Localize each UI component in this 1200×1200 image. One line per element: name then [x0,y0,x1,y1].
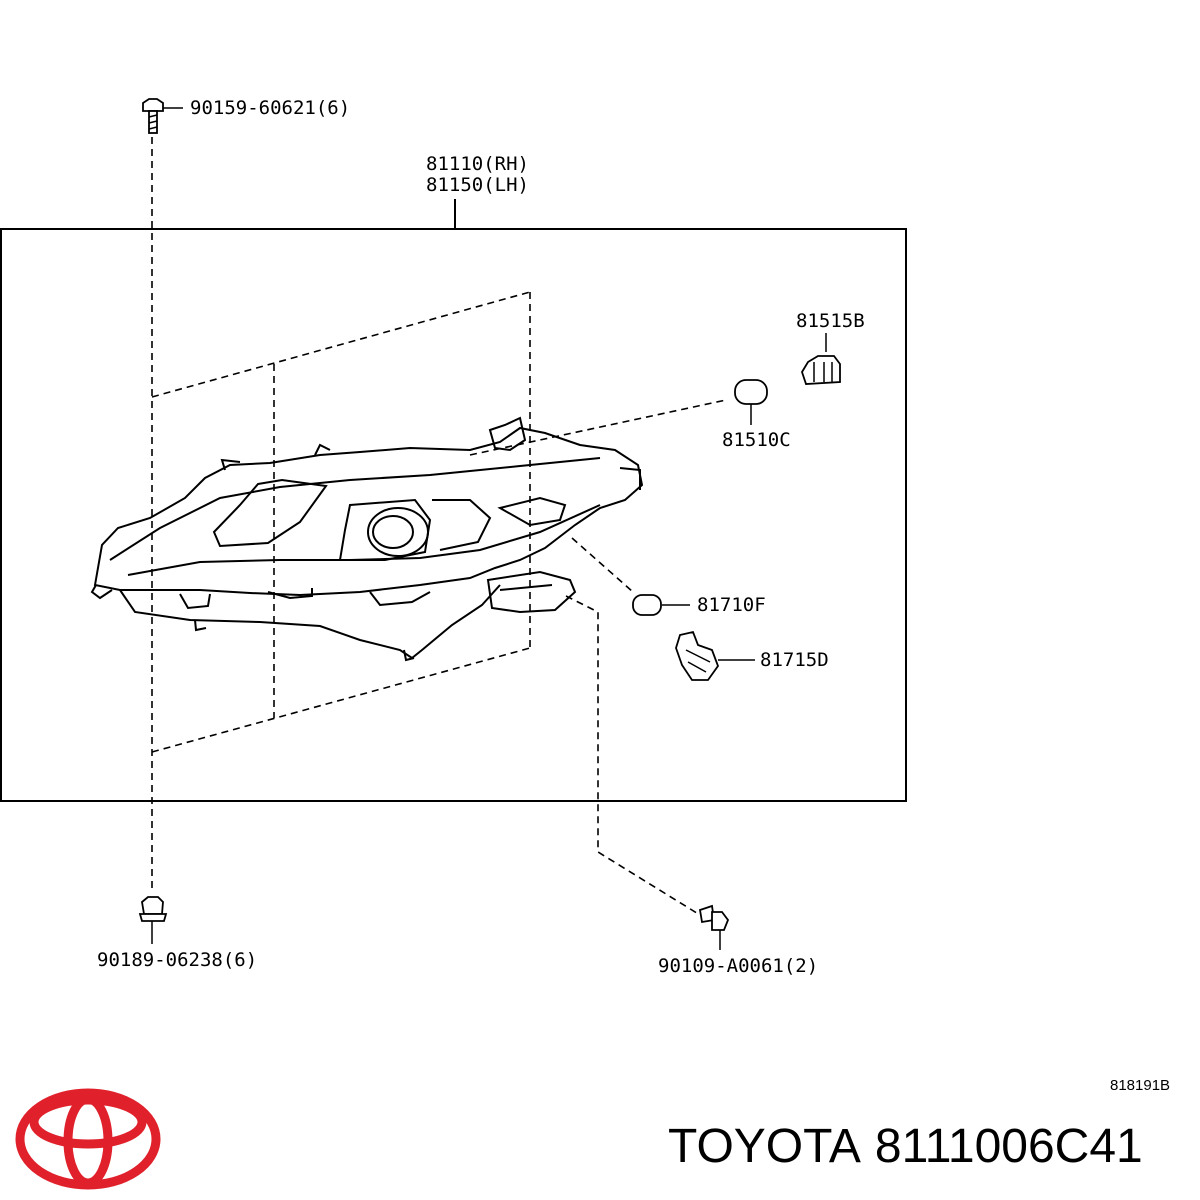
brand-name: TOYOTA [668,1120,861,1173]
part-number: 8111006C41 [875,1120,1143,1173]
callout-bulb-c: 81510C [722,429,791,451]
brand-part-title: TOYOTA 8111006C41 [668,1120,1143,1173]
callout-bolt-top: 90159-60621(6) [190,97,350,119]
leader-bulb-f [571,537,634,593]
drawing-code: 818191B [1110,1077,1170,1094]
bolt-bottom-right [698,904,730,931]
callout-bulb-f: 81710F [697,594,766,616]
callout-socket: 81515B [796,310,865,332]
leader-bulb-c [469,399,727,456]
socket-81715d [675,630,720,681]
bolt-top [142,98,183,134]
callout-bolt-bottom-left: 90189-06238(6) [97,949,257,971]
bulb-81710f [632,594,662,616]
alignment-line-right [565,595,701,916]
callout-socket-d: 81715D [760,649,829,671]
bulb-81510c [734,379,768,405]
socket-81515b [801,355,841,385]
bolt-bottom-left [138,896,168,922]
callout-headlamp-rh: 81110(RH) [426,153,529,175]
toyota-logo-icon [15,1088,161,1190]
callout-headlamp-lh: 81150(LH) [426,174,529,196]
mounting-plane [151,291,531,753]
headlamp-housing [90,416,644,662]
callout-bolt-bottom-right: 90109-A0061(2) [658,955,818,977]
assembly-frame [0,228,907,802]
